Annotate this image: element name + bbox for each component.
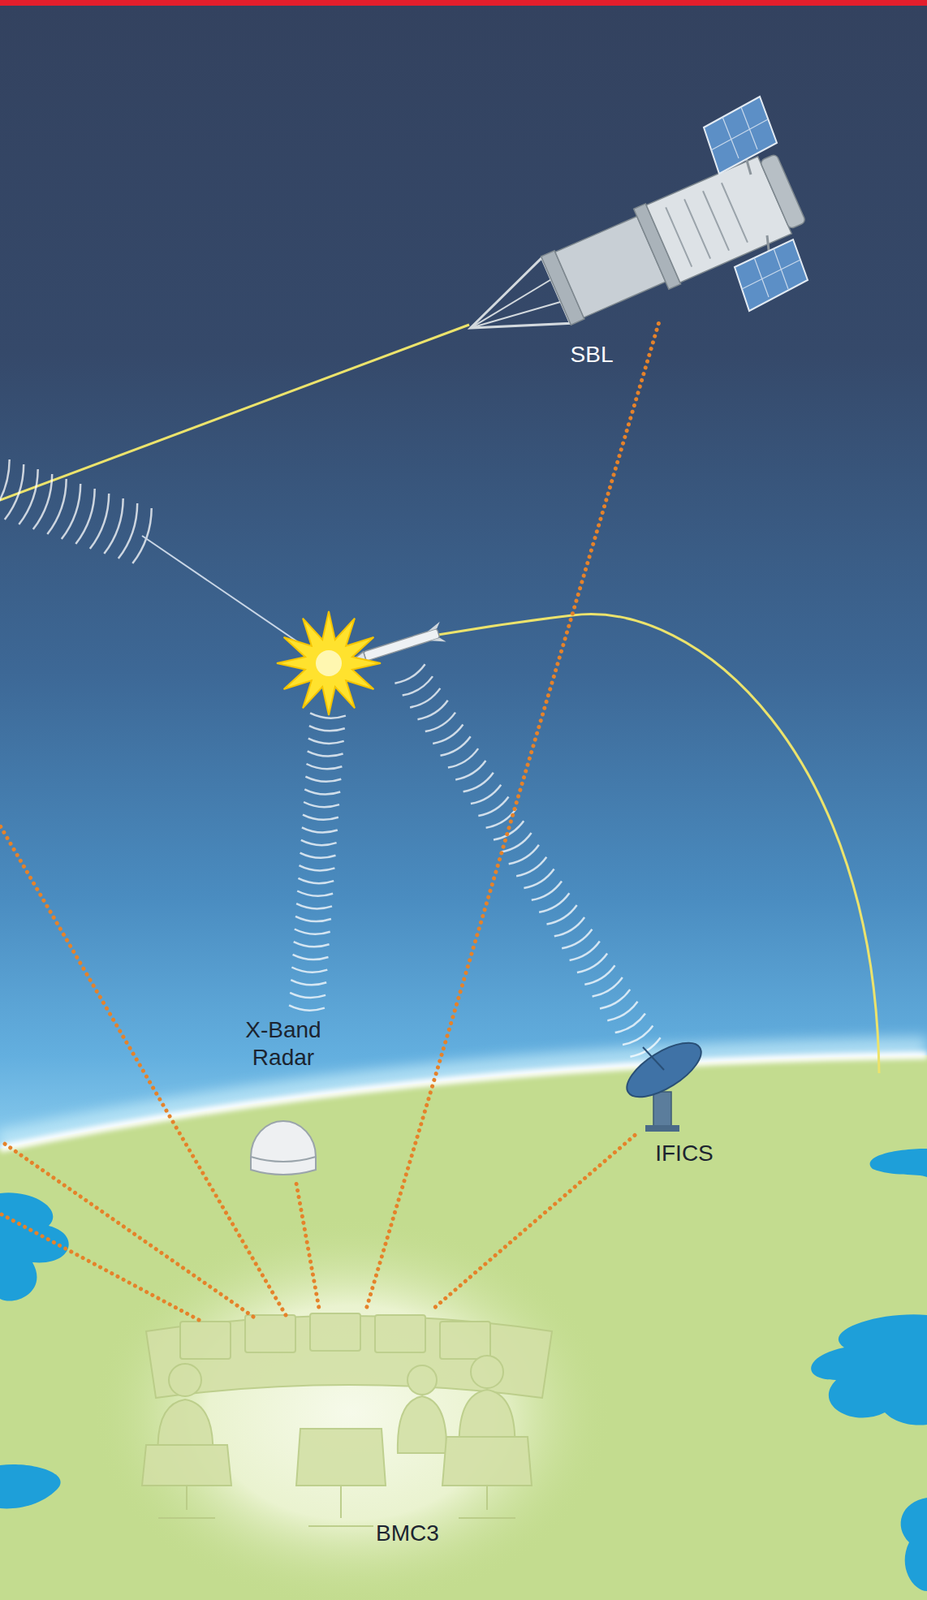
radome <box>250 1121 316 1175</box>
water <box>0 1464 61 1509</box>
chair-leg <box>458 1485 516 1518</box>
solar-panel <box>703 96 777 174</box>
operator-head <box>470 1355 504 1389</box>
ifics-antenna <box>618 1032 710 1132</box>
comm-link <box>0 1140 254 1317</box>
satellite-end <box>759 153 807 229</box>
explosion <box>276 611 381 716</box>
chair-leg <box>158 1485 216 1518</box>
explosion-core <box>315 650 342 677</box>
comm-link <box>366 323 660 1307</box>
operator-head <box>407 1365 437 1395</box>
control-center <box>142 1313 552 1527</box>
radome-seam <box>250 1156 316 1162</box>
operator-head <box>168 1363 202 1397</box>
operator-body <box>397 1396 447 1454</box>
chair <box>142 1444 232 1486</box>
monitor <box>375 1315 426 1353</box>
solar-panels <box>703 96 808 311</box>
monitor <box>439 1321 491 1359</box>
part-label: X-Band Radar <box>234 1016 332 1071</box>
control-glow <box>91 1217 612 1600</box>
part-label: IFICS <box>655 1139 714 1168</box>
part-label: SBL <box>570 340 614 369</box>
antenna-dish <box>618 1032 710 1108</box>
monitor <box>245 1315 296 1353</box>
horizon-line <box>0 1055 927 1149</box>
top-bar <box>0 0 927 6</box>
control-center-box: BMC3 <box>129 1306 577 1563</box>
comm-link <box>435 1132 639 1307</box>
satellite-label-box: SBL <box>564 113 816 324</box>
satellite-ribs <box>665 182 748 267</box>
radar-label-box: X-Band Radar <box>243 1113 325 1182</box>
part-label: BMC3 <box>375 1519 440 1548</box>
panel-grid <box>711 107 801 298</box>
chair <box>296 1428 386 1486</box>
antenna-feed <box>642 1047 664 1070</box>
comm-link <box>0 825 286 1316</box>
interceptor-fin <box>430 636 446 647</box>
missile-trail <box>142 535 321 658</box>
comm-links <box>0 825 286 1320</box>
laser-beam <box>0 324 470 501</box>
interceptor-fin <box>426 621 442 632</box>
interceptor-trajectory <box>438 614 880 1074</box>
water <box>870 1148 927 1178</box>
rib <box>702 190 729 251</box>
radar-waves <box>0 459 661 1057</box>
sbl-satellite <box>452 147 809 369</box>
laser-cone <box>465 279 557 328</box>
radar-waves <box>394 663 660 1057</box>
xband-radar-dome <box>250 1121 316 1175</box>
interceptor-body <box>363 628 440 661</box>
water <box>901 1497 927 1591</box>
antenna-label-box: IFICS <box>620 1039 707 1133</box>
rib <box>721 182 748 242</box>
antenna-pedestal <box>653 1091 672 1130</box>
rib <box>665 206 692 267</box>
solar-panel <box>734 239 808 311</box>
chair-leg <box>308 1485 374 1527</box>
chair <box>442 1436 532 1486</box>
monitor <box>310 1313 361 1351</box>
rib <box>684 198 711 259</box>
monitor <box>180 1321 231 1359</box>
radar-waves <box>0 459 152 564</box>
water <box>810 1314 927 1425</box>
comm-link <box>296 1181 320 1307</box>
radar-waves <box>288 712 346 1010</box>
comm-link <box>0 1213 199 1320</box>
antenna-base <box>645 1125 680 1132</box>
laser-cone <box>470 290 561 340</box>
